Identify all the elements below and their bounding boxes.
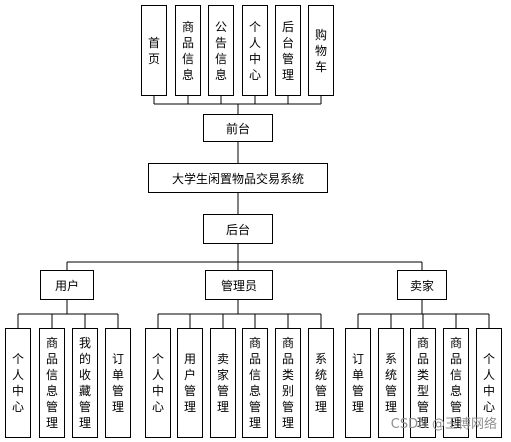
admin-module-seller-mgmt: 卖家管理 — [210, 328, 236, 438]
admin-module-category-mgmt: 商品类别管理 — [275, 328, 301, 438]
user-module-favorites-mgmt: 我的收藏管理 — [72, 328, 98, 438]
seller-module-personal-center: 个人中心 — [476, 328, 502, 438]
frontend-node: 前台 — [203, 114, 273, 142]
frontend-module-personal-center: 个人中心 — [242, 5, 268, 96]
frontend-module-home: 首页 — [141, 5, 167, 96]
user-module-personal-center: 个人中心 — [5, 328, 31, 438]
admin-module-user-mgmt: 用户管理 — [177, 328, 203, 438]
user-module-product-info-mgmt: 商品信息管理 — [39, 328, 65, 438]
frontend-module-notice-info: 公告信息 — [208, 5, 234, 96]
frontend-module-cart: 购物车 — [308, 5, 334, 96]
admin-module-product-info-mgmt: 商品信息管理 — [242, 328, 268, 438]
role-user: 用户 — [40, 270, 94, 300]
seller-module-order-mgmt: 订单管理 — [345, 328, 371, 438]
role-seller: 卖家 — [397, 270, 447, 300]
admin-module-personal-center: 个人中心 — [145, 328, 171, 438]
backend-node: 后台 — [203, 214, 273, 244]
system-node: 大学生闲置物品交易系统 — [148, 163, 328, 193]
frontend-module-backend-mgmt: 后台管理 — [275, 5, 301, 96]
watermark-text: CSDN @王博网络 — [390, 417, 497, 432]
seller-module-system-mgmt: 系统管理 — [378, 328, 404, 438]
frontend-module-product-info: 商品信息 — [175, 5, 201, 96]
seller-module-product-info-mgmt: 商品信息管理 — [443, 328, 469, 438]
seller-module-type-mgmt: 商品类型管理 — [410, 328, 436, 438]
admin-module-system-mgmt: 系统管理 — [308, 328, 334, 438]
role-admin: 管理员 — [205, 270, 273, 300]
user-module-order-mgmt: 订单管理 — [105, 328, 131, 438]
